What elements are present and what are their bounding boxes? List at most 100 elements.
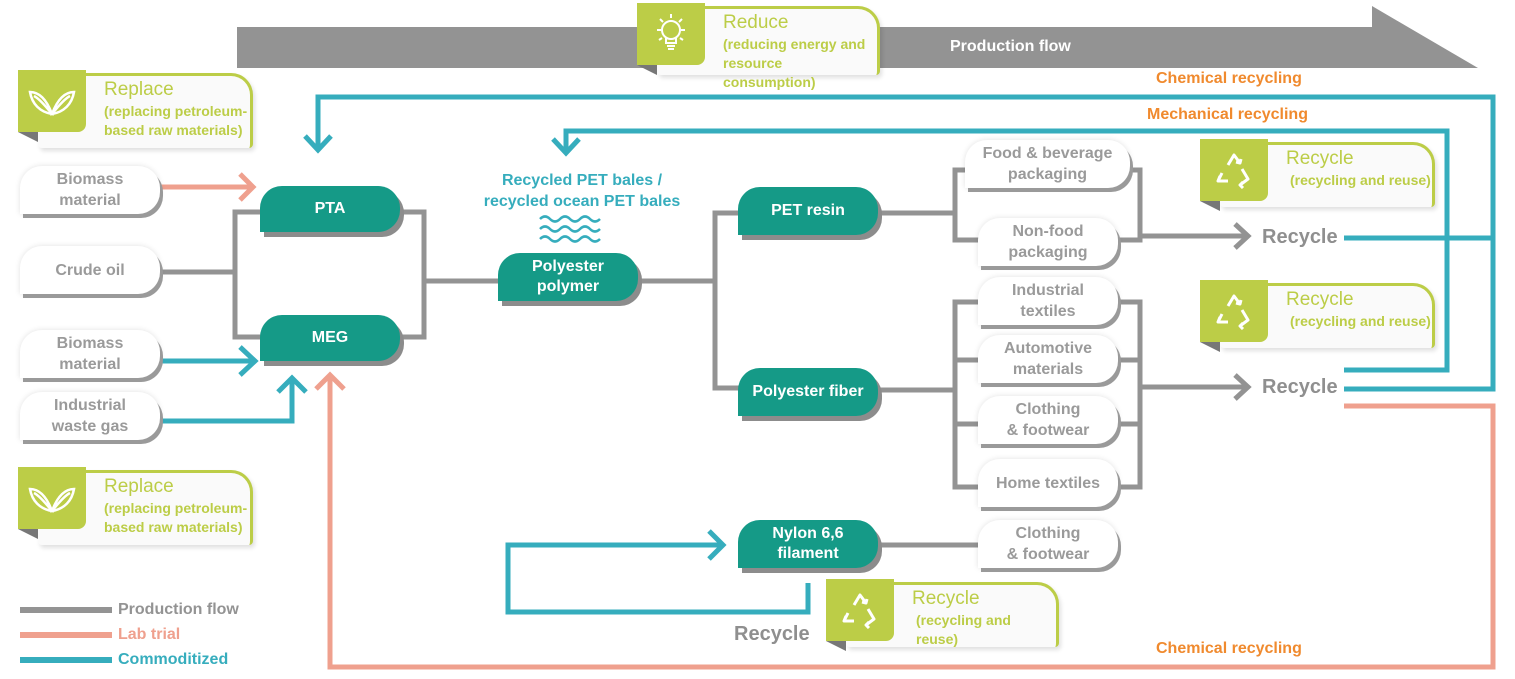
input-label-line-2: waste gas [51,418,129,435]
output-label-line-2: packaging [1007,166,1088,183]
recycle-badge-nylon: Recycle (recycling and reuse) [826,579,1059,651]
arrowhead-meg-wastegas [276,374,308,394]
reduce-subtitle-line-2: resource consumption) [723,55,816,90]
input-label-line-1: Industrial [53,397,126,414]
output-label-line-1: Automotive [1004,340,1092,357]
recycle-title: Recycle [1286,289,1354,310]
replace-title: Replace [104,476,174,497]
node-label-line-2: polymer [536,278,600,295]
recycle-icon [1200,139,1268,201]
chemical-recycling-label-bottom: Chemical recycling [1156,640,1302,657]
node-pta: PTA [260,186,400,232]
input-biomass-meg: Biomass material [20,330,160,378]
output-label-line-2: & footwear [1006,422,1090,439]
replace-subtitle-line-1: (replacing petroleum- [104,103,248,119]
arrowhead-meg-lab [314,371,346,391]
line-bracket-resin-fiber [712,210,740,391]
node-label: PTA [314,200,346,217]
output-clothing-footwear-nylon: Clothing & footwear [978,520,1118,568]
legend-label: Production flow [118,601,239,618]
recycle-subtitle: (recycling and reuse) [916,612,1011,647]
chemical-recycling-label-top: Chemical recycling [1156,70,1302,87]
input-crude-oil: Crude oil [20,246,160,294]
input-label-line-2: material [59,356,121,373]
badge-fold [637,65,657,75]
badge-fold [18,132,38,142]
output-label-line-1: Clothing [1015,525,1081,542]
replace-subtitle: (replacing petroleum-based raw materials… [104,499,247,537]
production-flow-label: Production flow [950,38,1071,55]
arrowhead-meg-biomass [238,345,259,377]
arrowhead-recycle-pet [1233,222,1252,250]
line-chemical-recycling-fiber [1344,238,1496,392]
node-label: PET resin [771,202,845,219]
legend-swatch [20,657,112,663]
node-meg: MEG [260,315,400,361]
line-chemical-recycling-bottom [327,377,1496,670]
input-industrial-waste-gas: Industrial waste gas [20,392,160,440]
output-clothing-footwear: Clothing& footwear [978,396,1118,444]
output-label-line-2: & footwear [1006,546,1090,563]
node-pet-resin: PET resin [738,187,878,235]
arrowhead-pta-lab [238,172,257,202]
node-label-line-1: Polyester [531,258,605,275]
output-label: Home textiles [995,474,1101,492]
output-label-line-1: Industrial [1011,282,1084,299]
replace-title: Replace [104,79,174,100]
badge-fold [18,529,38,539]
line-bracket-pta-meg-left [232,209,262,340]
waves-icon [539,215,601,243]
replace-subtitle-line-2: based raw materials) [104,519,243,535]
legend-commoditized: Commoditized [20,651,228,669]
line-wastegas-to-meg [160,378,295,424]
line-bracket-fiber-left [952,299,980,490]
recycle-label-pet: Recycle [1262,226,1338,248]
line-nylon-recycle-loop [505,542,811,615]
node-label: Polyester fiber [752,383,864,400]
node-polyester-fiber: Polyester fiber [738,368,878,416]
line-bracket-packaging-right [1118,167,1143,243]
recycle-badge-pet: Recycle (recycling and reuse) [1200,139,1435,211]
recycle-title: Recycle [1286,148,1354,169]
legend-swatch [20,607,112,613]
replace-badge-top: Replace (replacing petroleum-based raw m… [18,70,253,148]
line-mechanical-recycling [563,128,1450,373]
arrowhead-recycle-fiber [1233,373,1252,401]
node-label-line-2: filament [777,545,839,562]
recycled-pet-bales-label: Recycled PET bales / recycled ocean PET … [462,170,702,212]
replace-subtitle: (replacing petroleum-based raw materials… [104,102,247,140]
badge-fold [826,641,846,651]
input-label-line-2: material [59,192,121,209]
arrowhead-nylon [707,529,727,561]
input-label-line-1: Biomass [56,335,124,352]
lightbulb-icon [637,3,705,65]
line-chemical-recycling-top [315,94,1496,241]
output-automotive-materials: Automotive materials [978,335,1118,383]
recycle-label-nylon: Recycle [734,623,810,645]
input-label: Crude oil [55,261,125,279]
recycle-icon [1200,280,1268,342]
line-bracket-pta-meg-right [400,209,427,340]
mechanical-recycling-label: Mechanical recycling [1147,106,1308,123]
node-label: MEG [311,329,349,346]
recycle-badge-fiber: Recycle (recycling and reuse) [1200,280,1435,352]
node-polyester-polymer: Polyester polymer [498,253,638,301]
node-nylon-filament: Nylon 6,6 filament [738,520,878,568]
recycle-icon [826,579,894,641]
line-bracket-packaging-left [952,167,980,243]
node-label-line-1: Nylon 6,6 [772,525,844,542]
replace-subtitle-line-2: based raw materials) [104,122,243,138]
pet-bales-line-2: recycled ocean PET bales [483,193,681,210]
replace-badge-bottom: Replace (replacing petroleum-based raw m… [18,467,253,545]
badge-fold [1200,201,1220,211]
replace-subtitle-line-1: (replacing petroleum- [104,500,248,516]
legend-label: Commoditized [118,651,229,668]
output-label-line-2: materials [1012,361,1084,378]
output-label-line-1: Non-food [1012,223,1084,240]
